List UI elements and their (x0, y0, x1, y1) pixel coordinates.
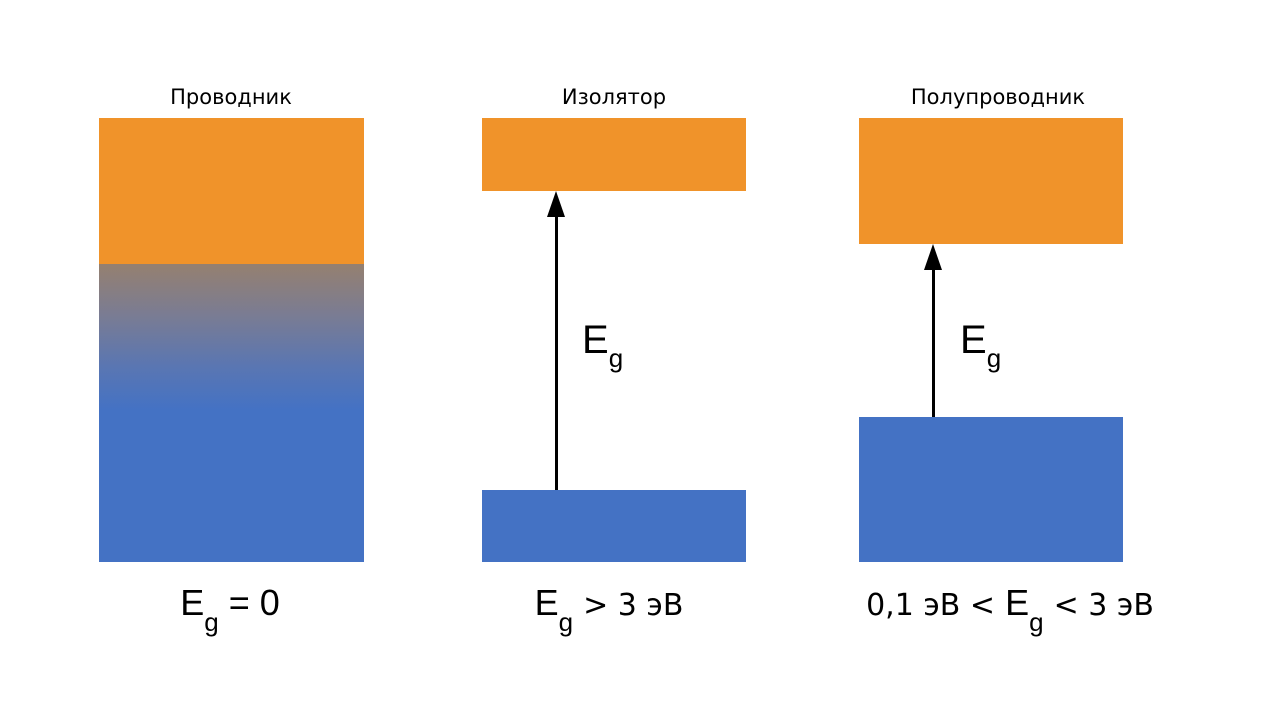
conduction-band-conductor (99, 118, 364, 264)
conduction-band-semiconductor (859, 118, 1123, 244)
gap-label-insulator: Eg (582, 318, 624, 373)
gap-arrow-insulator (555, 210, 558, 490)
arrow-head-icon (924, 244, 942, 270)
valence-band-semiconductor (859, 417, 1123, 562)
valence-band-insulator (482, 490, 746, 562)
gap-arrow-semiconductor (932, 264, 935, 417)
title-conductor: Проводник (170, 85, 292, 109)
arrow-head-icon (547, 191, 565, 217)
formula-insulator: Eg > 3 эВ (534, 582, 684, 637)
eg-symbol: E (180, 582, 205, 623)
gap-label-semiconductor: Eg (960, 318, 1002, 373)
conduction-band-insulator (482, 118, 746, 191)
formula-semiconductor: 0,1 эВ < Eg < 3 эВ (866, 582, 1154, 637)
overlap-gradient-conductor (99, 264, 364, 410)
formula-conductor: Eg = 0 (160, 582, 300, 638)
title-semiconductor: Полупроводник (910, 85, 1086, 109)
eg-relation: = 0 (228, 582, 280, 623)
eg-subscript: g (204, 607, 219, 637)
title-insulator: Изолятор (561, 85, 667, 109)
valence-band-conductor (99, 410, 364, 562)
